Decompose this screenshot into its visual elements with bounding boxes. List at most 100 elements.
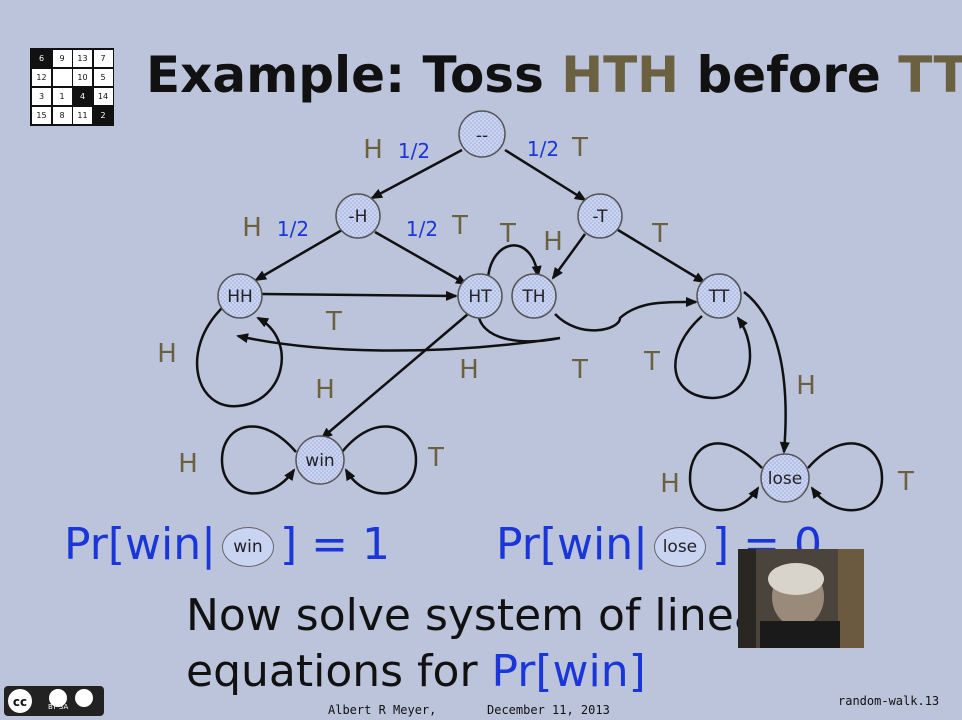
edge-start-mT [504, 148, 587, 202]
eq1-node: win [221, 527, 274, 567]
node-HT: HT [457, 273, 503, 319]
svg-text:win: win [305, 451, 334, 471]
body-line2-prefix: equations for [186, 646, 492, 697]
label-TT-to-lose-H: H [796, 371, 816, 401]
puzzle-cell: 12 [32, 69, 51, 86]
puzzle-cell: 9 [52, 50, 72, 67]
svg-text:lose: lose [768, 469, 802, 489]
label-mH-right-prob: 1/2 [406, 217, 438, 241]
eq1-prefix: Pr[win| [64, 519, 216, 570]
label-TH-to-HH-H: H [459, 355, 479, 385]
edge-HT-win [320, 313, 469, 440]
label-HT-loop-T: T [499, 219, 516, 249]
svg-text:TH: TH [521, 287, 545, 307]
label-TH-H: H [543, 227, 563, 257]
edge-lose-loop-left [688, 442, 763, 512]
label-TH-to-TT-T: T [571, 355, 588, 385]
node-HH: HH [217, 273, 263, 319]
footer-author: Albert R Meyer, [328, 703, 437, 717]
puzzle-cell [52, 69, 72, 86]
puzzle-cell: 6 [32, 50, 51, 67]
slide-title: Example: Toss HTH before TTH [146, 46, 962, 104]
label-HH-to-HT-T: T [325, 307, 342, 337]
footer-date: December 11, 2013 [487, 703, 610, 717]
label-win-loop-T: T [427, 443, 444, 473]
svg-text:cc: cc [13, 695, 27, 709]
label-HT-to-win-H: H [315, 375, 335, 405]
svg-text:HT: HT [468, 287, 492, 307]
svg-text:TT: TT [708, 287, 730, 307]
title-prefix: Example: Toss [146, 46, 562, 104]
body-line2-blue: Pr[win] [491, 646, 646, 697]
label-win-loop-H: H [178, 449, 198, 479]
node-TT: TT [696, 273, 742, 319]
node-lose: lose [760, 453, 810, 503]
edge-TT-lose [743, 291, 790, 454]
presenter-image [738, 549, 864, 648]
label-start-left-letter: H [363, 135, 383, 165]
edge-TT-loop [674, 315, 752, 400]
cc-icon: cc [8, 689, 93, 713]
svg-text:HH: HH [227, 287, 253, 307]
eq2-prefix: Pr[win| [496, 519, 648, 570]
node-TH: TH [511, 273, 557, 319]
edge-lose-loop-right [807, 442, 884, 512]
puzzle-cell: 4 [73, 88, 92, 105]
svg-text:-H: -H [349, 207, 368, 227]
label-mT-right-T: T [651, 219, 668, 249]
label-mH-right-letter: T [451, 211, 468, 241]
puzzle-cell: 5 [93, 69, 113, 86]
eq1-suffix: ] = 1 [279, 519, 390, 570]
edge-TH-HH [236, 311, 561, 352]
label-start-right-letter: T [571, 133, 588, 163]
equation-win: Pr[win|win] = 1 [64, 519, 390, 570]
puzzle-cell: 14 [93, 88, 113, 105]
puzzle-cell: 3 [32, 88, 51, 105]
puzzle-cell: 11 [73, 107, 92, 124]
edge-start-mH [370, 148, 463, 200]
node-start: -- [458, 110, 506, 158]
puzzle-cell: 10 [73, 69, 92, 86]
edge-mT-TH [551, 233, 587, 280]
edge-HT-TH-loop [486, 244, 542, 279]
puzzle-cell: 8 [52, 107, 72, 124]
webcam-overlay [738, 549, 864, 648]
label-start-right-prob: 1/2 [527, 137, 559, 161]
title-seq2: TTH [898, 46, 962, 104]
svg-text:--: -- [476, 126, 488, 146]
label-TT-loop-T: T [643, 347, 660, 377]
footer-slide-id: random-walk.13 [838, 694, 940, 708]
eq2-node: lose [653, 527, 706, 567]
label-start-left-prob: 1/2 [398, 139, 430, 163]
node-win: win [295, 435, 345, 485]
puzzle-cell: 15 [32, 107, 51, 124]
edge-HH-loop [195, 307, 283, 408]
edge-win-loop-right [341, 425, 418, 495]
equation-lose: Pr[win|lose] = 0 [496, 519, 822, 570]
edge-win-loop-left [220, 425, 297, 495]
puzzle-cell: 7 [93, 50, 113, 67]
puzzle-cell: 2 [93, 107, 113, 124]
edge-mH-HT [374, 230, 468, 286]
edge-mT-TT [617, 228, 706, 284]
node-mT: -T [577, 193, 623, 239]
node-mH: -H [335, 193, 381, 239]
body-line2: equations for Pr[win] [186, 646, 646, 697]
cc-license-badge: cc BY SA [4, 686, 104, 716]
edge-HH-HT [261, 290, 458, 301]
puzzle-cell: 1 [52, 88, 72, 105]
label-mH-left-prob: 1/2 [277, 217, 309, 241]
label-lose-loop-H: H [660, 469, 680, 499]
svg-text:-T: -T [593, 207, 609, 227]
label-lose-loop-T: T [897, 467, 914, 497]
body-line1: Now solve system of linear [186, 590, 779, 641]
title-middle: before [679, 46, 899, 104]
label-mH-left-letter: H [242, 213, 262, 243]
label-HH-loop-H: H [157, 339, 177, 369]
title-seq1: HTH [561, 46, 680, 104]
edge-TH-TT [554, 296, 698, 332]
edge-mH-HH [254, 228, 343, 282]
